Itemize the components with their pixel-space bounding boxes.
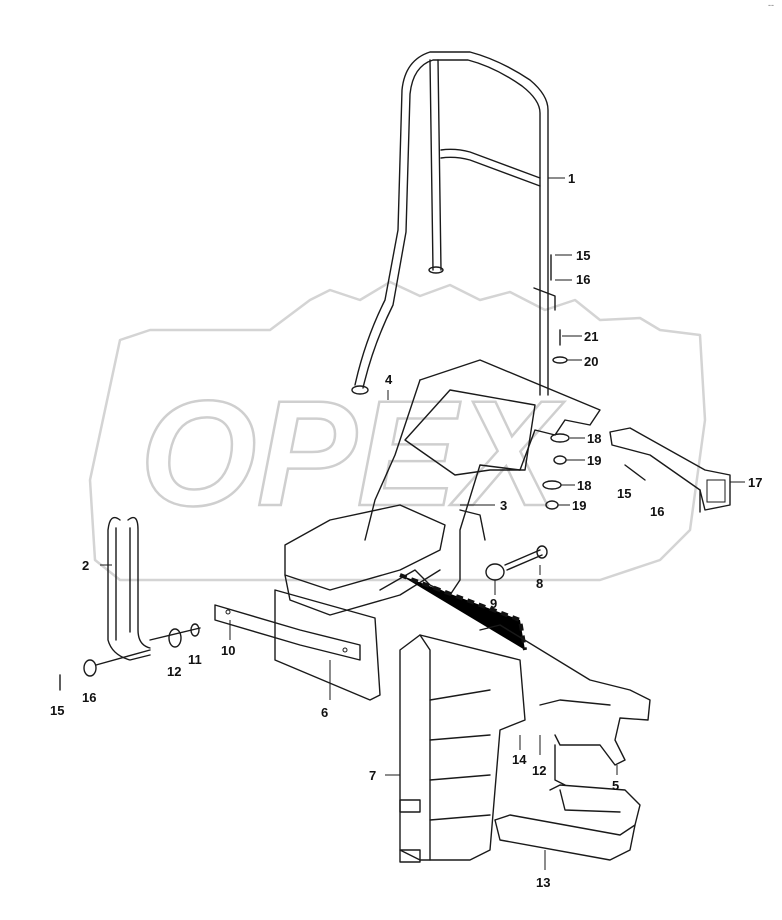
part-2-side-handle: [107, 516, 151, 661]
part-10-strip: [214, 604, 361, 661]
callout-15-right: 15: [617, 486, 631, 501]
part-7-step-frame: [399, 634, 526, 863]
callout-9: 9: [490, 596, 497, 611]
callout-19-upper: 19: [587, 453, 601, 468]
callout-12-right: 12: [532, 763, 546, 778]
hidden-line: [399, 573, 527, 651]
callout-17: 17: [748, 475, 762, 490]
part-5-bracket: [479, 624, 651, 786]
callout-20: 20: [584, 354, 598, 369]
callout-7: 7: [369, 768, 376, 783]
callout-4: 4: [385, 372, 393, 387]
bolt-stack: [533, 254, 646, 510]
part-8-bolt: [504, 545, 548, 571]
part-13-base-frame: [494, 784, 641, 861]
callout-3: 3: [500, 498, 507, 513]
callout-16-left: 16: [82, 690, 96, 705]
callout-13: 13: [536, 875, 550, 890]
part-1-grab-handle: [351, 51, 549, 396]
callout-16-right: 16: [650, 504, 664, 519]
callout-1: 1: [568, 171, 575, 186]
watermark-text: OPEX: [140, 369, 565, 537]
callout-5: 5: [612, 778, 619, 793]
callout-15-top: 15: [576, 248, 590, 263]
callout-11: 11: [188, 652, 202, 667]
part-3-platform: [284, 359, 601, 616]
callout-14: 14: [512, 752, 527, 767]
hardware-left: [59, 623, 201, 691]
part-9-washer: [485, 563, 505, 581]
callout-10: 10: [221, 643, 235, 658]
callout-12-left: 12: [167, 664, 181, 679]
callout-21: 21: [584, 329, 598, 344]
callouts: 1 15 16 21 20 4 18 19 18 19 17 15 16 3 2…: [50, 171, 762, 890]
part-6-plate: [274, 589, 381, 701]
leader-lines: [100, 177, 745, 870]
callout-18-lower: 18: [577, 478, 591, 493]
callout-16-top: 16: [576, 272, 590, 287]
corner-mark: --: [768, 0, 774, 10]
watermark-logo: OPEX: [88, 280, 707, 582]
callout-8: 8: [536, 576, 543, 591]
callout-15-left: 15: [50, 703, 64, 718]
callout-19-lower: 19: [572, 498, 586, 513]
part-17-side-bracket: [609, 427, 731, 513]
callout-18-upper: 18: [587, 431, 601, 446]
callout-2: 2: [82, 558, 89, 573]
callout-6: 6: [321, 705, 328, 720]
